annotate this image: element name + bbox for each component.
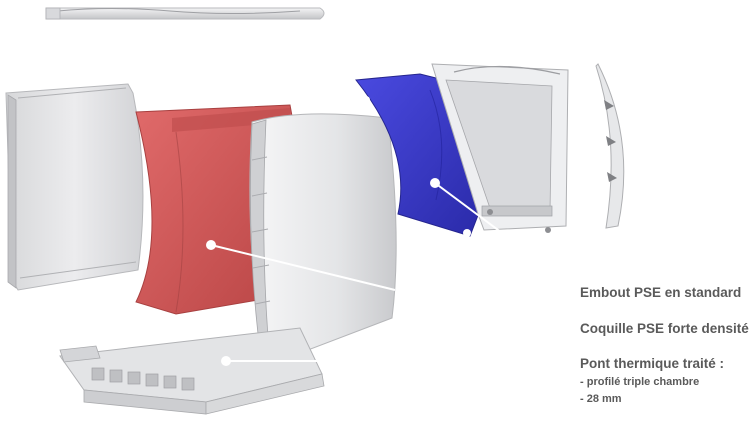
top-profile-strip <box>46 8 324 19</box>
bottom-profile <box>60 328 324 414</box>
shell-callout-dot <box>206 240 216 250</box>
legend-endcap: Embout PSE en standard <box>580 285 741 300</box>
left-slat-panel <box>6 84 143 290</box>
endcap-callout-dot <box>430 178 440 188</box>
legend-shell: Coquille PSE forte densité <box>580 321 749 336</box>
main-slat-panel <box>250 114 396 366</box>
side-cover <box>596 64 624 228</box>
legend-detail-profile: - profilé triple chambre <box>580 376 699 388</box>
legend-thermal-bridge: Pont thermique traité : <box>580 356 724 371</box>
thermal-callout-dot <box>221 356 231 366</box>
legend-detail-thickness: - 28 mm <box>580 393 622 405</box>
